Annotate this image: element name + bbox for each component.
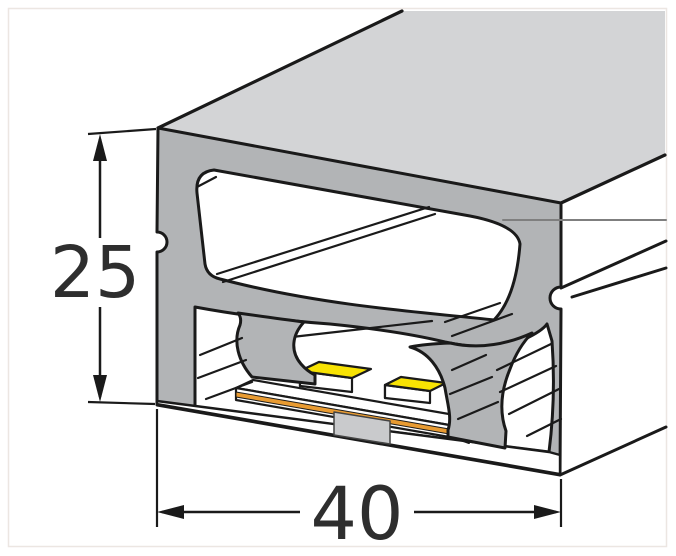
width-dimension: 40 xyxy=(155,409,563,556)
hatch-line xyxy=(450,353,488,372)
bottom-receding-edge xyxy=(558,425,668,477)
depth-hatch-lines xyxy=(195,175,563,438)
top-face-edges xyxy=(156,9,667,205)
hatch-line xyxy=(456,400,500,421)
groove-receding-edge xyxy=(559,239,668,290)
hatch-line xyxy=(448,375,494,396)
groove-receding-edge xyxy=(570,266,668,299)
image-border xyxy=(7,7,668,548)
silicone-profile-body xyxy=(155,9,668,477)
receding-edges-right xyxy=(558,239,668,477)
arrow-up-icon xyxy=(93,134,107,161)
cavity-back-edge xyxy=(290,319,434,339)
arrow-right-icon xyxy=(534,505,561,519)
hatch-line xyxy=(204,380,254,401)
hatch-line xyxy=(525,417,563,438)
hatch-line xyxy=(215,205,431,276)
hatch-line xyxy=(221,212,437,284)
hatch-line xyxy=(498,364,558,394)
hatch-line xyxy=(443,301,502,324)
hatch-line xyxy=(196,358,248,380)
right-web xyxy=(408,331,534,450)
profile-top-face xyxy=(158,11,665,203)
led-chip xyxy=(383,375,448,405)
height-dimension: 25 xyxy=(50,127,157,406)
height-dimension-label: 25 xyxy=(50,231,140,314)
hatch-line xyxy=(195,175,218,189)
extension-line-bottom xyxy=(87,400,156,406)
hatch-line xyxy=(450,312,514,338)
hatch-line xyxy=(198,336,244,357)
led1-emitting-top xyxy=(298,360,373,380)
arrow-down-icon xyxy=(93,375,107,402)
arrow-left-icon xyxy=(157,505,184,519)
extension-line-top xyxy=(87,127,157,136)
hatch-line xyxy=(507,387,561,416)
width-dimension-label: 40 xyxy=(311,472,404,556)
mounting-pad xyxy=(333,411,391,445)
left-web xyxy=(235,311,317,386)
upper-cavity xyxy=(195,168,522,322)
hatch-line xyxy=(495,342,553,372)
